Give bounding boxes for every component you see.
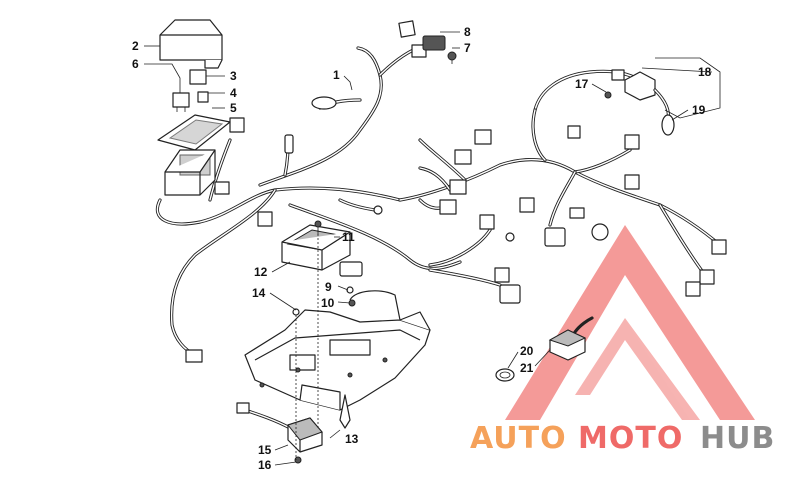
callout-18: 18: [698, 65, 712, 79]
relay-6: [172, 92, 190, 112]
battery-tray: [244, 290, 431, 429]
screw-16: [294, 456, 302, 464]
connectors: [185, 20, 727, 363]
callout-10: 10: [321, 296, 335, 310]
callout-4: 4: [230, 86, 237, 100]
watermark-text: AUTO MOTO HUB: [470, 421, 775, 456]
callout-17: 17: [575, 77, 589, 91]
watermark-part-auto: AUTO: [470, 421, 567, 456]
callout-13: 13: [345, 432, 359, 446]
callout-3: 3: [230, 69, 237, 83]
callout-1: 1: [333, 68, 340, 82]
callout-7: 7: [464, 41, 471, 55]
callout-15: 15: [258, 443, 272, 457]
watermark-part-moto: MOTO: [578, 421, 683, 456]
relay-3: [189, 69, 207, 85]
callout-19: 19: [692, 103, 706, 117]
callout-21: 21: [520, 361, 534, 375]
callout-14: 14: [252, 286, 266, 300]
device-15: [236, 402, 323, 453]
callout-12: 12: [254, 265, 268, 279]
clip-20: [495, 368, 515, 382]
boot-21: [548, 316, 594, 361]
fuse-block: [157, 114, 231, 151]
callout-labels: 1 2 3 4 5 6 7 8 9 10 11 12 13 14 15 16 1…: [132, 25, 712, 472]
bolt-7: [447, 51, 457, 64]
bracket-18: [604, 69, 656, 101]
watermark-logo: [505, 225, 755, 420]
callout-16: 16: [258, 458, 272, 472]
callout-11: 11: [342, 230, 355, 244]
sensor-19: [653, 88, 675, 136]
control-module: [281, 224, 351, 271]
callout-6: 6: [132, 57, 139, 71]
callout-8: 8: [464, 25, 471, 39]
fuse-box-body: [164, 149, 216, 196]
leader-lines: [144, 31, 721, 466]
callout-5: 5: [230, 101, 237, 115]
callout-2: 2: [132, 39, 139, 53]
watermark-part-hub: HUB: [700, 421, 775, 456]
fuse-box-cover: [159, 19, 223, 69]
callout-20: 20: [520, 344, 534, 358]
callout-9: 9: [325, 280, 332, 294]
fuse-4: [197, 91, 209, 103]
